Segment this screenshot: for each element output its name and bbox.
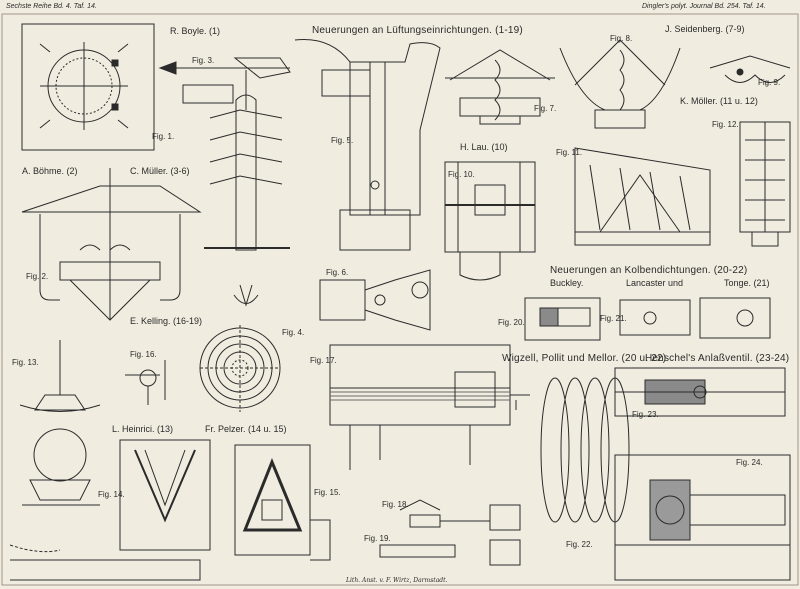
fig21-label: Fig. 21. — [600, 314, 627, 323]
fig2-label: Fig. 2. — [26, 272, 49, 281]
fig12-label: Fig. 12. — [712, 120, 739, 129]
title-piston: Neuerungen an Kolbendichtungen. (20-22) — [550, 265, 748, 276]
fig16-label: Fig. 16. — [130, 350, 157, 359]
fig17-drawing — [329, 344, 530, 470]
fig11-drawing — [574, 147, 711, 246]
author-boehme: A. Böhme. (2) — [22, 166, 78, 176]
fig15-label: Fig. 15. — [314, 488, 341, 497]
fig12-drawing — [739, 121, 791, 247]
fig23-drawing — [614, 367, 786, 417]
author-kelling: E. Kelling. (16-19) — [130, 316, 203, 326]
fig5-label: Fig. 5. — [331, 136, 354, 145]
author-moeller: K. Möller. (11 u. 12) — [680, 96, 758, 106]
fig4-drawing — [199, 325, 281, 412]
fig22-drawing — [540, 377, 630, 523]
author-buckley: Buckley. — [550, 278, 584, 288]
author-boyle: R. Boyle. (1) — [170, 26, 221, 36]
author-lau: H. Lau. (10) — [460, 142, 508, 152]
fig11-label: Fig. 11. — [556, 148, 583, 157]
author-pelzer: Fr. Pelzer. (14 u. 15) — [205, 424, 287, 434]
fig9-drawing — [709, 55, 791, 83]
fig24-drawing — [614, 454, 791, 581]
fig18-19-drawing — [379, 499, 521, 566]
title-wigzell: Wigzell, Pollit und Mellor. (20 u. 22) — [502, 353, 667, 364]
fig19-label: Fig. 19. — [364, 534, 391, 543]
fig8-drawing — [559, 39, 681, 129]
fig2-drawing — [21, 168, 202, 321]
fig22-label: Fig. 22. — [566, 540, 593, 549]
fig18-label: Fig. 18. — [382, 500, 409, 509]
title-henschel: Henschel's Anlaßventil. (23-24) — [645, 353, 790, 364]
fig17-label: Fig. 17. — [310, 356, 337, 365]
title-ventilation: Neuerungen an Lüftungseinrichtungen. (1-… — [312, 25, 523, 36]
fig20-drawing — [524, 297, 601, 341]
fig24-label: Fig. 24. — [736, 458, 763, 467]
author-lancaster: Lancaster und — [626, 278, 684, 288]
fig14-drawing — [9, 439, 211, 581]
author-seidenberg: J. Seidenberg. (7-9) — [665, 24, 745, 34]
fig10-drawing — [444, 161, 536, 281]
fig5-drawing — [294, 38, 441, 251]
fig6-label: Fig. 6. — [326, 268, 349, 277]
fig7-label: Fig. 7. — [534, 104, 557, 113]
fig9-label: Fig. 9. — [758, 78, 781, 87]
author-mueller: C. Müller. (3-6) — [130, 166, 190, 176]
fig16-drawing — [125, 360, 166, 405]
fig1-label: Fig. 1. — [152, 132, 175, 141]
fig10-label: Fig. 10. — [448, 170, 475, 179]
fig13-label: Fig. 13. — [12, 358, 39, 367]
fig14-label: Fig. 14. — [98, 490, 125, 499]
fig7-drawing — [445, 49, 555, 125]
fig8-label: Fig. 8. — [610, 34, 633, 43]
fig21-drawing — [619, 297, 771, 339]
fig15-drawing — [234, 444, 331, 561]
fig3-label: Fig. 3. — [192, 56, 215, 65]
fig23-label: Fig. 23. — [632, 410, 659, 419]
fig3-drawing — [158, 57, 291, 307]
fig4-label: Fig. 4. — [282, 328, 305, 337]
author-heinrici: L. Heinrici. (13) — [112, 424, 174, 434]
fig20-label: Fig. 20. — [498, 318, 525, 327]
fig6-drawing — [319, 269, 431, 331]
fig13-drawing — [19, 340, 101, 506]
header-left: Sechste Reihe Bd. 4. Taf. 14. — [6, 3, 97, 10]
fig1-drawing — [21, 23, 155, 151]
footer-imprint: Lith. Anst. v. F. Wirtz, Darmstadt. — [346, 577, 448, 584]
header-right: Dingler's polyt. Journal Bd. 254. Taf. 1… — [642, 3, 766, 10]
author-tonge: Tonge. (21) — [724, 278, 770, 288]
